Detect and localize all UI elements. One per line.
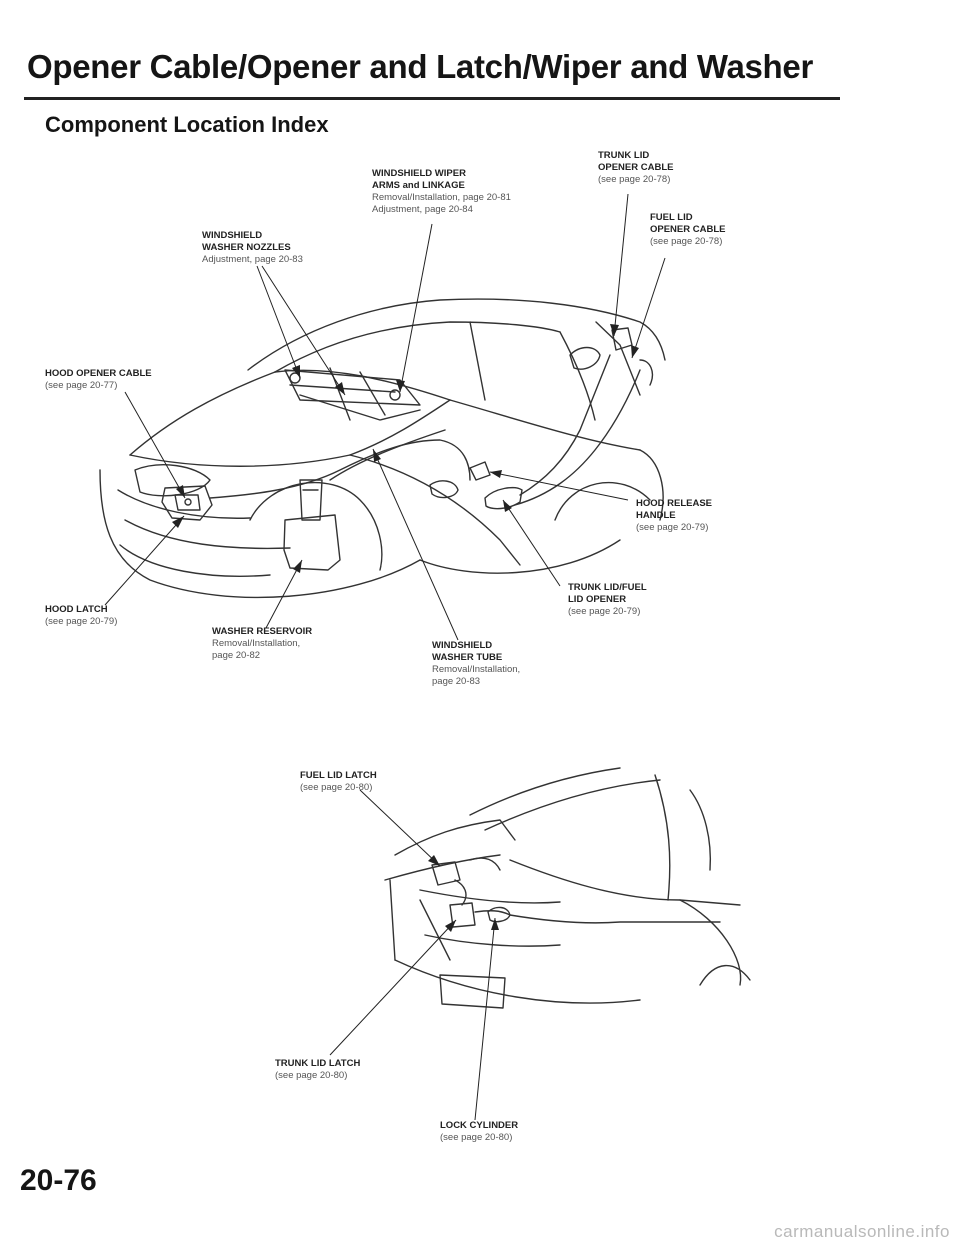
callout-hood-release-handle: HOOD RELEASE HANDLE (see page 20-79): [636, 498, 713, 533]
section-subtitle: Component Location Index: [45, 112, 329, 137]
callout-lock-cylinder: LOCK CYLINDER (see page 20-80): [440, 1120, 519, 1143]
hood-latch-illustration: [161, 485, 213, 521]
release-handle-illustration: [429, 461, 523, 510]
callout-trunk-lid-opener-cable: TRUNK LID OPENER CABLE (see page 20-78): [598, 150, 674, 185]
rear-car-illustration: [384, 767, 751, 1009]
page-title: Opener Cable/Opener and Latch/Wiper and …: [27, 48, 814, 85]
wiper-linkage-illustration: [284, 367, 421, 421]
callout-washer-nozzles: WINDSHIELD WASHER NOZZLES Adjustment, pa…: [202, 230, 303, 265]
callout-trunk-fuel-lid-opener: TRUNK LID/FUEL LID OPENER (see page 20-7…: [568, 582, 647, 617]
title-rule: [24, 97, 840, 100]
washer-reservoir-illustration: [283, 479, 341, 571]
callout-windshield-wiper: WINDSHIELD WIPER ARMS and LINKAGE Remova…: [372, 168, 511, 215]
callout-washer-tube: WINDSHIELD WASHER TUBE Removal/Installat…: [432, 640, 521, 687]
callout-fuel-lid-opener-cable: FUEL LID OPENER CABLE (see page 20-78): [650, 212, 726, 247]
callout-trunk-lid-latch: TRUNK LID LATCH (see page 20-80): [275, 1058, 361, 1081]
leader-arrowheads: [172, 324, 639, 932]
callout-hood-latch: HOOD LATCH (see page 20-79): [45, 604, 118, 627]
watermark: carmanualsonline.info: [774, 1222, 950, 1241]
front-car-illustration: [99, 298, 666, 599]
page-number: 20-76: [20, 1164, 97, 1197]
callout-fuel-lid-latch: FUEL LID LATCH (see page 20-80): [300, 770, 377, 793]
callout-washer-reservoir: WASHER RESERVOIR Removal/Installation, p…: [212, 626, 313, 661]
callout-hood-opener-cable: HOOD OPENER CABLE (see page 20-77): [45, 368, 152, 391]
leader-lines: [104, 193, 666, 1121]
